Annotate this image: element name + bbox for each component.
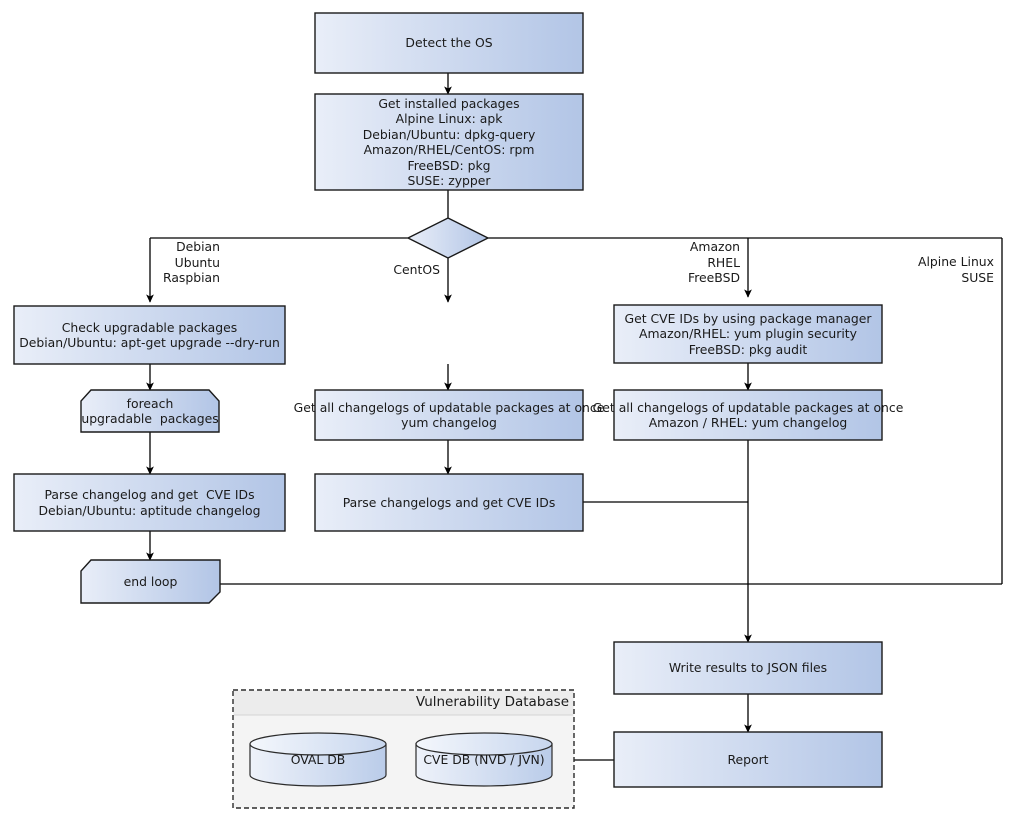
node-report	[613, 731, 883, 788]
node-centos-changelogs	[314, 389, 584, 441]
edge-label-branch-amazon: Amazon RHEL FreeBSD	[688, 239, 740, 285]
edge-label-branch-alpine: Alpine Linux SUSE	[917, 254, 994, 285]
node-detect-os	[314, 12, 584, 74]
edge-label-branch-debian: Debian Ubuntu Raspbian	[162, 239, 220, 285]
node-end-loop	[80, 559, 221, 604]
oval-db-cylinder	[249, 732, 387, 787]
edge-label-branch-centos: CentOS	[393, 262, 440, 277]
node-os-decision	[406, 217, 490, 259]
node-rhel-changelogs	[613, 389, 883, 441]
node-foreach-loop	[80, 389, 220, 433]
node-get-installed-packages	[314, 93, 584, 191]
node-parse-changelog	[13, 473, 286, 532]
node-centos-parse	[314, 473, 584, 532]
node-write-json	[613, 641, 883, 695]
node-check-upgradable	[13, 305, 286, 365]
vulnerability-database-group-title: Vulnerability Database	[415, 694, 569, 710]
cve-db-cylinder	[415, 732, 553, 787]
node-get-cve-pkgmgr	[613, 304, 883, 364]
